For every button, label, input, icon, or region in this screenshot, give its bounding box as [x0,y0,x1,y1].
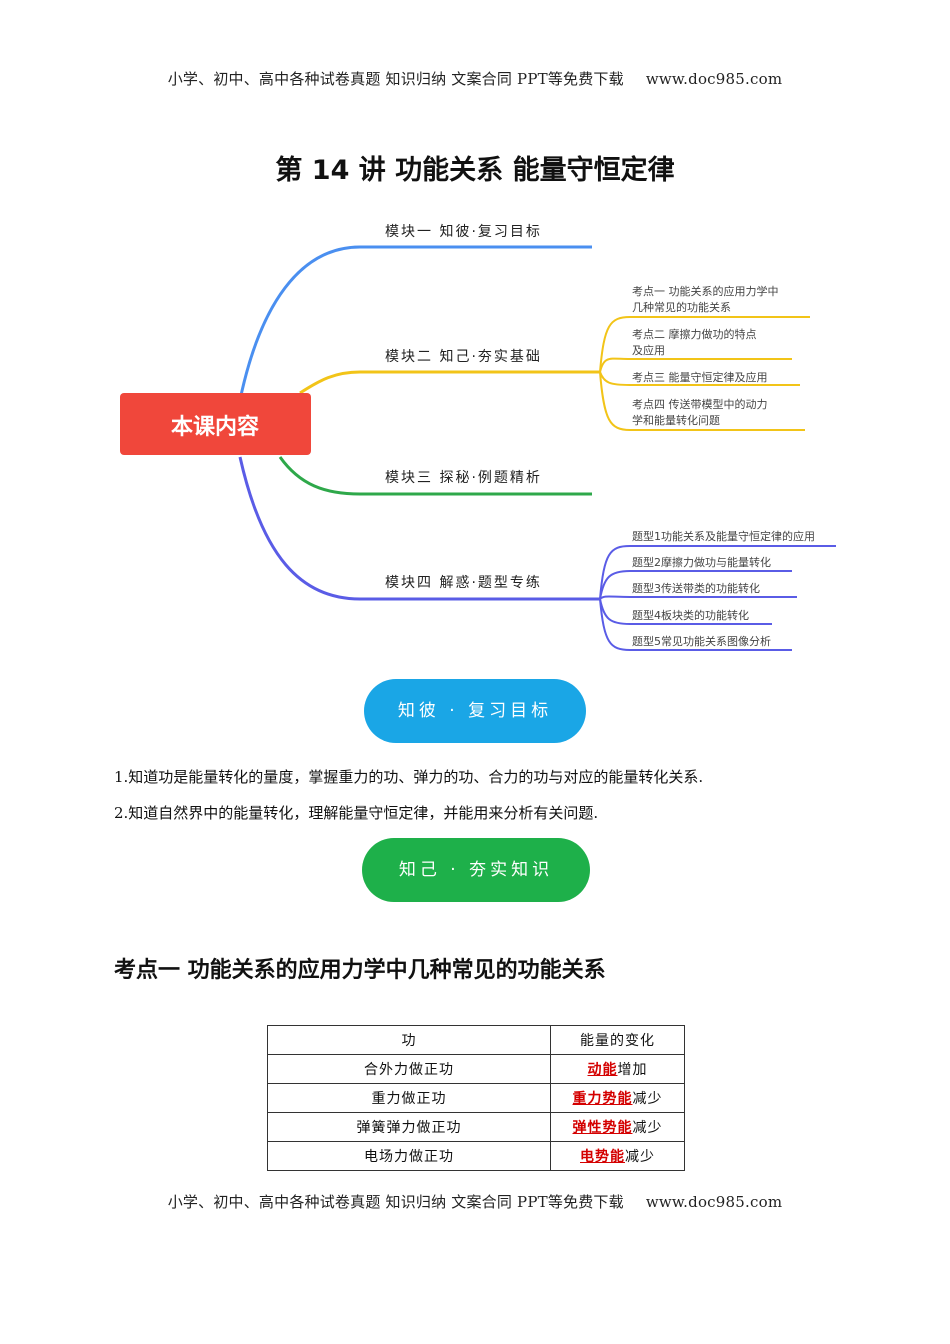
module3-label: 模块三 探秘·例题精析 [385,470,542,486]
m2-item: 几种常见的功能关系 [632,300,731,314]
energy-change: 减少 [632,1091,663,1107]
footer-text: 小学、初中、高中各种试卷真题 知识归纳 文案合同 PPT等免费下载 [167,1193,624,1211]
branch-m3 [278,456,592,496]
table-cell-work: 合外力做正功 [267,1054,551,1084]
table-row: 重力做正功 重力势能减少 [267,1083,685,1113]
energy-change: 增加 [617,1062,648,1078]
table-cell-work: 弹簧弹力做正功 [267,1112,551,1142]
branch-m2 [299,370,600,395]
m4-item: 题型3传送带类的功能转化 [632,581,760,595]
table-cell-energy: 弹性势能减少 [550,1112,685,1142]
table-header: 能量的变化 [550,1025,685,1055]
table-header: 功 [267,1025,551,1055]
section-banner-review-goals: 知彼 · 复习目标 [364,679,586,743]
goal-item-1: 1.知道功是能量转化的量度，掌握重力的功、弹力的功、合力的功与对应的能量转化关系… [114,768,704,786]
header-site: www.doc985.com [645,70,783,88]
page-title: 第 14 讲 功能关系 能量守恒定律 [275,155,675,186]
energy-change: 减少 [625,1149,655,1165]
table-header-row: 功 能量的变化 [267,1025,685,1055]
module4-label: 模块四 解惑·题型专练 [385,575,542,591]
page-footer: 小学、初中、高中各种试卷真题 知识归纳 文案合同 PPT等免费下载 www.doc… [0,1191,950,1212]
mind-map: 本课内容 模块一 知彼·复习目标 模块二 知己·夯实基础 模块三 探秘·例题精析… [120,223,836,651]
m4-item: 题型2摩擦力做功与能量转化 [632,555,771,569]
section-banner-foundation: 知己 · 夯实知识 [362,838,590,902]
m4-item: 题型5常见功能关系图像分析 [632,634,771,648]
answer-blank: 动能 [587,1062,618,1078]
table-cell-work: 重力做正功 [267,1083,551,1113]
table-cell-energy: 电势能减少 [550,1141,685,1171]
m4-item: 题型1功能关系及能量守恒定律的应用 [632,529,815,543]
m2-subbranches [599,316,810,431]
table-row: 合外力做正功 动能增加 [267,1054,685,1084]
m2-item: 考点四 传送带模型中的动力 [632,397,768,411]
table-cell-energy: 动能增加 [550,1054,685,1084]
branch-m4 [238,456,600,601]
goal-item-2: 2.知道自然界中的能量转化，理解能量守恒定律，并能用来分析有关问题. [114,804,599,822]
m4-item: 题型4板块类的功能转化 [632,608,749,622]
m2-item: 学和能量转化问题 [632,413,720,427]
table-cell-energy: 重力势能减少 [550,1083,685,1113]
m2-item: 考点二 摩擦力做功的特点 [632,327,757,341]
module1-label: 模块一 知彼·复习目标 [385,223,542,240]
table-row: 电场力做正功 电势能减少 [267,1141,685,1171]
energy-change: 减少 [632,1120,663,1136]
page-header: 小学、初中、高中各种试卷真题 知识归纳 文案合同 PPT等免费下载 www.doc… [0,68,950,89]
center-node [120,393,311,455]
answer-blank: 重力势能 [572,1091,633,1107]
work-energy-table: 功 能量的变化 合外力做正功 动能增加 重力做正功 重力势能减少 弹簧弹力做正功… [267,1025,685,1171]
module2-label: 模块二 知己·夯实基础 [385,348,542,365]
branch-m1 [238,245,592,401]
table-cell-work: 电场力做正功 [267,1141,551,1171]
table-row: 弹簧弹力做正功 弹性势能减少 [267,1112,685,1142]
footer-site: www.doc985.com [645,1193,783,1211]
m2-item: 及应用 [632,343,665,357]
answer-blank: 电势能 [580,1149,625,1165]
kaodian1-title: 考点一 功能关系的应用力学中几种常见的功能关系 [114,958,606,983]
center-node-label: 本课内容 [171,414,259,440]
m2-item: 考点三 能量守恒定律及应用 [632,370,768,384]
m4-subbranches [599,545,836,651]
header-text: 小学、初中、高中各种试卷真题 知识归纳 文案合同 PPT等免费下载 [167,70,624,88]
m2-item: 考点一 功能关系的应用力学中 [632,284,779,298]
answer-blank: 弹性势能 [572,1120,633,1136]
